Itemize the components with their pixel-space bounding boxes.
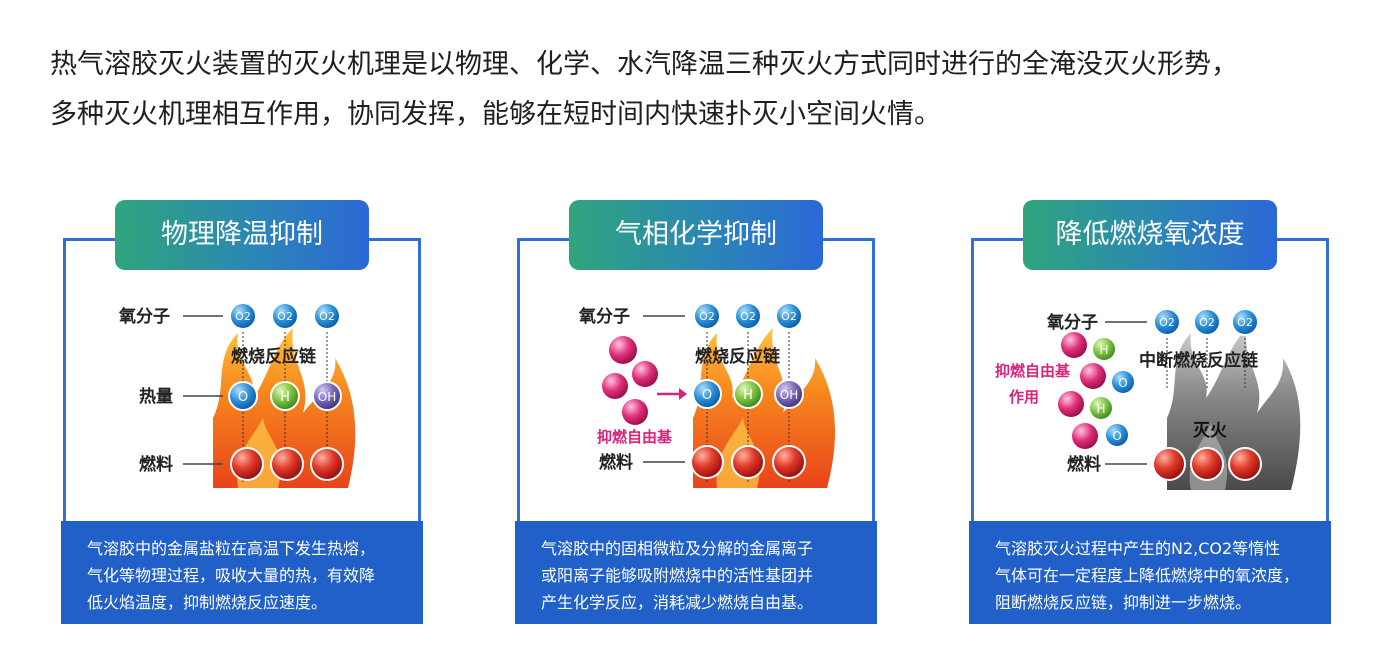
card-reduce-oxygen: 降低燃烧氧浓度 氧分子 抑燃自由基 作用 中断燃烧反应链 灭火 燃料 O2 O2… [969, 200, 1331, 624]
svg-text:O2: O2 [699, 310, 715, 323]
svg-text:O2: O2 [319, 310, 335, 323]
oxygen-molecule-1: O2 [693, 302, 721, 330]
fuel-particle-3 [772, 445, 806, 479]
intro-text: 热气溶胶灭火装置的灭火机理是以物理、化学、水汽降温三种灭火方式同时进行的全淹没灭… [50, 40, 1360, 140]
svg-text:H: H [1096, 402, 1105, 416]
card-title: 气相化学抑制 [569, 200, 823, 270]
svg-text:O: O [702, 388, 712, 403]
desc-line-3: 阻断燃烧反应链，抑制进一步燃烧。 [995, 593, 1252, 612]
svg-text:OH: OH [780, 388, 798, 402]
card-description: 气溶胶中的固相微粒及分解的金属离子 或阳离子能够吸附燃烧中的活性基团并 产生化学… [515, 521, 877, 624]
arrow-icon [657, 388, 687, 400]
card-physical-cooling: 物理降温抑制 氧分子 燃烧反应链 热量 燃料 O2 O2 O2 O H OH 气… [61, 200, 423, 624]
fuel-particle-1 [1152, 447, 1186, 481]
svg-text:H: H [280, 390, 290, 405]
desc-line-2: 气体可在一定程度上降低燃烧中的氧浓度， [995, 566, 1300, 585]
o-atom: O [228, 381, 258, 411]
oxygen-molecule-1: O2 [229, 302, 257, 330]
card-title: 降低燃烧氧浓度 [1023, 200, 1277, 270]
label-oxygen: 氧分子 [1046, 312, 1098, 333]
radical-particle-4 [622, 399, 648, 425]
intro-line-1: 热气溶胶灭火装置的灭火机理是以物理、化学、水汽降温三种灭火方式同时进行的全淹没灭… [50, 49, 1238, 80]
label-heat: 热量 [139, 386, 173, 407]
fuel-particle-3 [310, 447, 344, 481]
radical-particle-1 [609, 336, 637, 364]
o-atom-1: O [1110, 369, 1136, 395]
radical-particle-3 [1058, 391, 1084, 417]
desc-line-1: 气溶胶灭火过程中产生的N2,CO2等惰性 [995, 539, 1281, 558]
svg-text:O2: O2 [1159, 316, 1175, 329]
card-description: 气溶胶灭火过程中产生的N2,CO2等惰性 气体可在一定程度上降低燃烧中的氧浓度，… [969, 521, 1331, 624]
oxygen-molecule-1: O2 [1153, 308, 1181, 336]
card-title: 物理降温抑制 [115, 200, 369, 270]
intro-line-2: 多种灭火机理相互作用，协同发挥，能够在短时间内快速扑灭小空间火情。 [50, 99, 941, 130]
oxygen-molecule-3: O2 [1231, 308, 1259, 336]
desc-line-1: 气溶胶中的固相微粒及分解的金属离子 [541, 539, 814, 558]
radical-particle-1 [1061, 332, 1087, 358]
label-chain: 燃烧反应链 [695, 346, 781, 367]
o-atom: O [692, 379, 722, 409]
label-radical: 抑燃自由基 [995, 362, 1071, 380]
fuel-particle-2 [1190, 447, 1224, 481]
svg-text:H: H [1099, 343, 1108, 357]
gas-phase-diagram: 氧分子 燃烧反应链 燃料 抑燃自由基 O2 O2 O2 O H OH [578, 302, 836, 488]
desc-line-1: 气溶胶中的金属盐粒在高温下发生热熔， [87, 539, 376, 558]
radical-particle-4 [1072, 423, 1098, 449]
h-atom-1: H [1091, 336, 1117, 362]
oh-radical: OH [312, 381, 342, 411]
svg-text:O: O [238, 390, 248, 405]
label-fuel: 燃料 [139, 454, 173, 475]
oxygen-molecule-2: O2 [271, 302, 299, 330]
h-atom: H [270, 381, 300, 411]
radical-particle-2 [1080, 363, 1106, 389]
fuel-particle-2 [731, 445, 765, 479]
oxygen-molecule-2: O2 [734, 302, 762, 330]
desc-line-3: 产生化学反应，消耗减少燃烧自由基。 [541, 593, 814, 612]
svg-text:O2: O2 [1199, 316, 1215, 329]
physical-cooling-diagram: 氧分子 燃烧反应链 热量 燃料 O2 O2 O2 O H OH [118, 302, 356, 488]
fuel-particle-1 [230, 447, 264, 481]
svg-text:O: O [1118, 376, 1127, 390]
oxygen-reduction-diagram: 氧分子 抑燃自由基 作用 中断燃烧反应链 灭火 燃料 O2 O2 O2 H O … [995, 308, 1301, 490]
svg-text:O2: O2 [1237, 316, 1253, 329]
o-atom-2: O [1104, 422, 1130, 448]
svg-text:O2: O2 [781, 310, 797, 323]
radical-particle-3 [602, 373, 628, 399]
label-chain: 燃烧反应链 [231, 346, 317, 367]
svg-text:O2: O2 [235, 310, 251, 323]
label-oxygen: 氧分子 [578, 306, 630, 327]
label-oxygen: 氧分子 [118, 306, 170, 327]
label-effect: 作用 [1009, 388, 1039, 406]
oxygen-molecule-3: O2 [775, 302, 803, 330]
svg-text:H: H [743, 388, 753, 403]
fuel-particle-2 [270, 447, 304, 481]
label-radical: 抑燃自由基 [597, 428, 673, 446]
fuel-particle-3 [1228, 447, 1262, 481]
oh-radical: OH [774, 379, 804, 409]
label-extinguish: 灭火 [1192, 421, 1228, 441]
desc-line-2: 气化等物理过程，吸收大量的热，有效降 [87, 566, 376, 585]
card-description: 气溶胶中的金属盐粒在高温下发生热熔， 气化等物理过程，吸收大量的热，有效降 低火… [61, 521, 423, 624]
card-gas-phase-chemical: 气相化学抑制 氧分子 燃烧反应链 燃料 抑燃自由基 O2 O2 O2 O H O… [515, 200, 877, 624]
h-atom-2: H [1088, 395, 1114, 421]
h-atom: H [733, 379, 763, 409]
desc-line-2: 或阳离子能够吸附燃烧中的活性基团并 [541, 566, 814, 585]
svg-text:OH: OH [318, 390, 336, 404]
oxygen-molecule-3: O2 [313, 302, 341, 330]
fuel-particle-1 [690, 445, 724, 479]
svg-text:O2: O2 [277, 310, 293, 323]
label-fuel: 燃料 [1067, 454, 1101, 475]
label-chain-broken: 中断燃烧反应链 [1139, 350, 1259, 371]
oxygen-molecule-2: O2 [1193, 308, 1221, 336]
radical-particle-2 [632, 361, 658, 387]
svg-text:O2: O2 [740, 310, 756, 323]
desc-line-3: 低火焰温度，抑制燃烧反应速度。 [87, 593, 328, 612]
label-fuel: 燃料 [599, 452, 633, 473]
svg-text:O: O [1112, 429, 1121, 443]
